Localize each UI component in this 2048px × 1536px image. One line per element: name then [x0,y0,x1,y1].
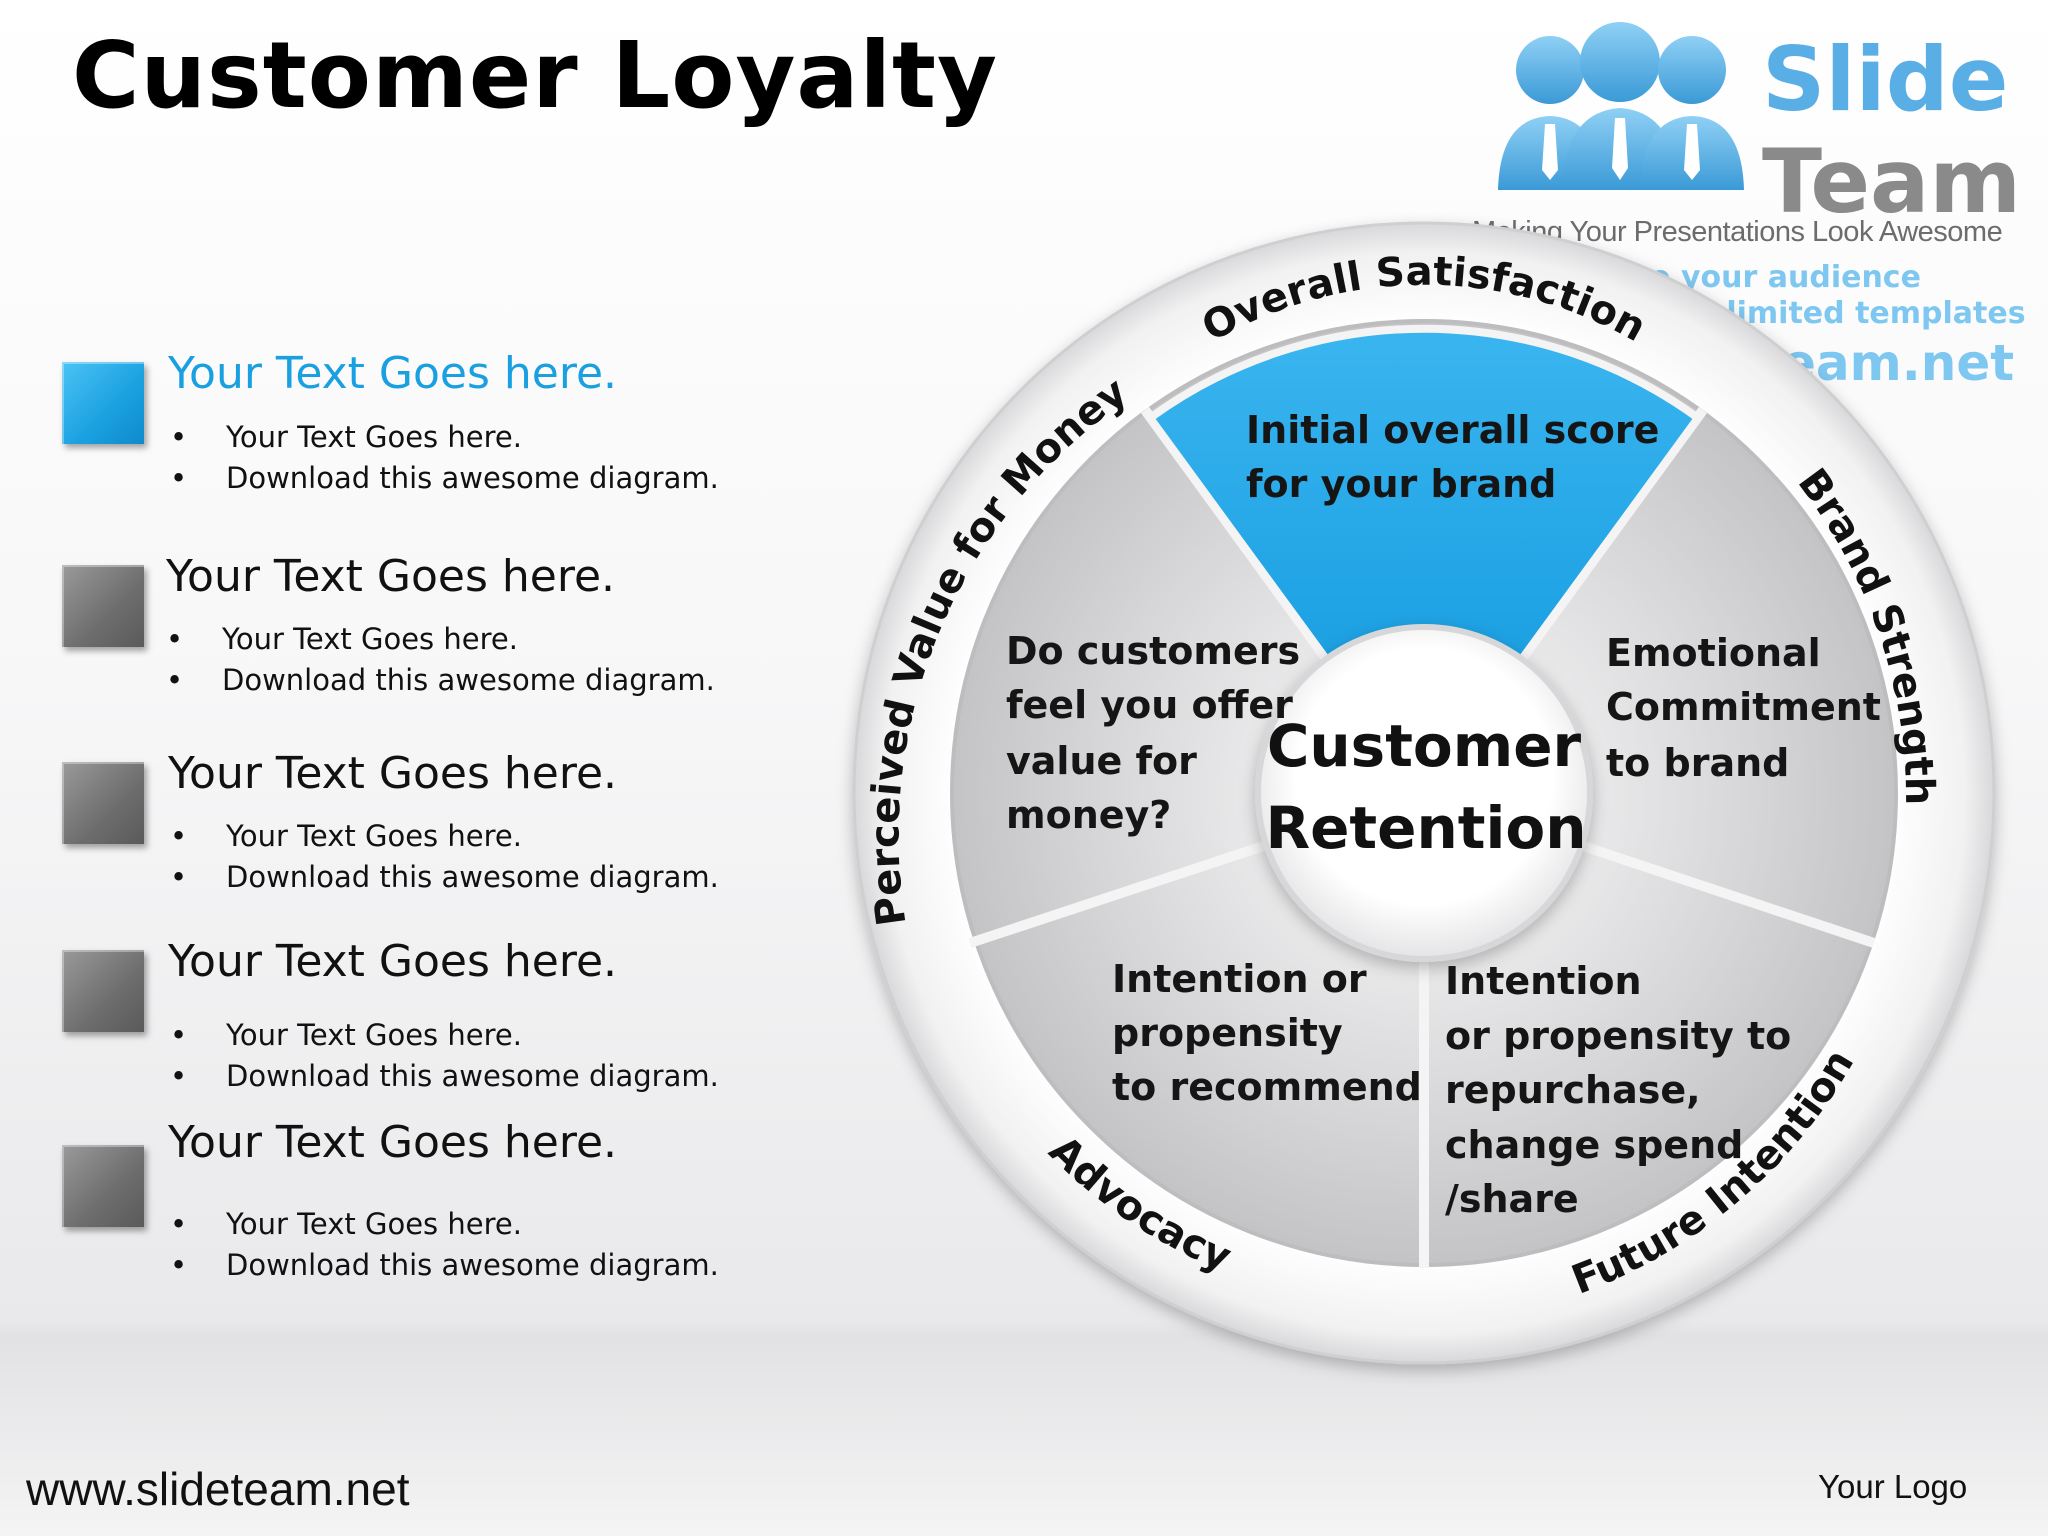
segment-bottom-right-text-5: /share [1445,1177,1579,1221]
item-heading: Your Text Goes here. [166,551,616,602]
item-bullet: •Your Text Goes here. [170,1207,522,1241]
list-item: Your Text Goes here. •Your Text Goes her… [62,551,762,715]
item-heading: Your Text Goes here. [168,748,618,799]
list-item: Your Text Goes here. •Your Text Goes her… [62,348,762,512]
segment-top-text-1: Initial overall score [1246,408,1659,452]
segment-bottom-left-text-3: to recommend [1112,1065,1422,1109]
segment-left-text-2: feel you offer [1006,683,1293,727]
square-bullet-icon [62,362,144,444]
segment-right-text-1: Emotional [1606,631,1821,675]
segment-bottom-right-text-1: Intention [1445,959,1642,1003]
list-item: Your Text Goes here. •Your Text Goes her… [62,1117,762,1295]
segment-left-text-4: money? [1006,793,1171,837]
segment-bottom-right-text-4: change spend [1445,1123,1743,1167]
segment-bottom-right-text-3: repurchase, [1445,1068,1701,1112]
segment-top-text-2: for your brand [1246,462,1556,506]
footer-logo-placeholder: Your Logo [1818,1468,1968,1505]
people-icon [1498,22,1744,190]
logo-name-line1: Slide [1762,28,2009,131]
segment-left-text-3: value for [1006,739,1197,783]
center-hub [1255,624,1593,962]
item-bullet: •Download this awesome diagram. [170,1059,719,1093]
center-label-line2: Retention [1265,794,1586,862]
item-bullet: •Download this awesome diagram. [170,860,719,894]
item-bullet: •Your Text Goes here. [166,622,518,656]
slide-title: Customer Loyalty [72,22,998,129]
item-heading: Your Text Goes here. [168,1117,618,1168]
item-bullet: •Your Text Goes here. [170,420,522,454]
footer-url[interactable]: www.slideteam.net [26,1463,410,1515]
square-bullet-icon [62,1145,144,1227]
list-item: Your Text Goes here. •Your Text Goes her… [62,936,762,1100]
center-label-line1: Customer [1267,712,1582,780]
segment-right-text-3: to brand [1606,741,1789,785]
item-heading: Your Text Goes here. [168,936,618,987]
item-bullet: •Download this awesome diagram. [166,663,715,697]
item-bullet: •Your Text Goes here. [170,819,522,853]
segment-bottom-left-text-2: propensity [1112,1011,1343,1055]
item-bullet: •Your Text Goes here. [170,1018,522,1052]
square-bullet-icon [62,950,144,1032]
item-bullet: •Download this awesome diagram. [170,1248,719,1282]
segment-bottom-right-text-2: or propensity to [1445,1014,1791,1058]
list-item: Your Text Goes here. •Your Text Goes her… [62,748,762,912]
square-bullet-icon [62,565,144,647]
segment-bottom-left-text-1: Intention or [1112,957,1367,1001]
item-heading: Your Text Goes here. [168,348,618,399]
item-bullet: •Download this awesome diagram. [170,461,719,495]
logo-name-line2: Team [1762,130,2022,233]
square-bullet-icon [62,762,144,844]
segment-overall-satisfaction [1144,324,1704,800]
segment-left-text-1: Do customers [1006,629,1300,673]
segment-right-text-2: Commitment [1606,685,1881,729]
